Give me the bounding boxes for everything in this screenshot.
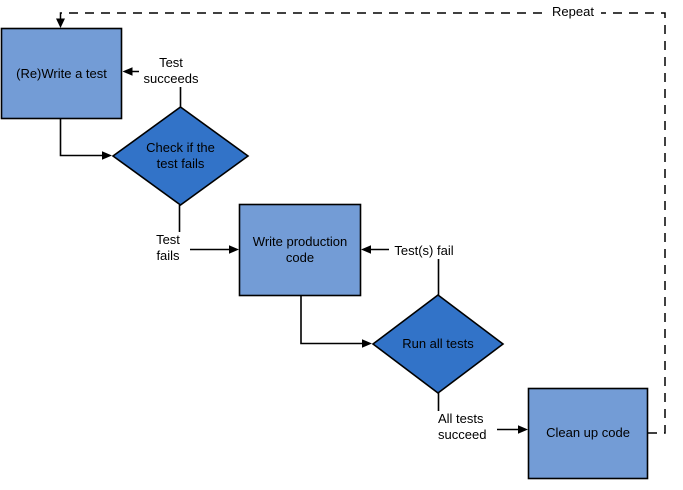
node-clean-up-shape: [527, 387, 649, 480]
edge-label-tests-fail: Test(s) fail: [389, 243, 459, 259]
arrowhead-into-writecode-left: [229, 245, 239, 254]
arrowhead-into-checkfails: [102, 151, 112, 160]
edge-label-test-fails: Test fails: [146, 232, 190, 264]
arrowhead-into-writecode-right: [361, 245, 371, 254]
node-run-tests-shape: [371, 293, 505, 395]
connector-writetest-to-checkfails: [59, 118, 104, 157]
node-write-test-shape: [0, 27, 123, 120]
arrowhead-into-cleanup: [518, 425, 528, 434]
arrowhead-into-runtests: [362, 339, 372, 348]
connector-writecode-to-runtests: [300, 295, 364, 345]
connector-repeat-loop: [59, 12, 666, 434]
arrowhead-into-writetest-right: [122, 67, 133, 76]
edge-label-all-tests-succeed: All tests succeed: [437, 411, 497, 443]
node-check-fails-shape: [111, 106, 250, 206]
edge-label-repeat: Repeat: [545, 4, 601, 20]
node-write-code-shape: [238, 203, 362, 297]
edge-label-test-succeeds: Test succeeds: [139, 55, 203, 87]
arrowhead-into-writetest-top: [56, 18, 65, 28]
